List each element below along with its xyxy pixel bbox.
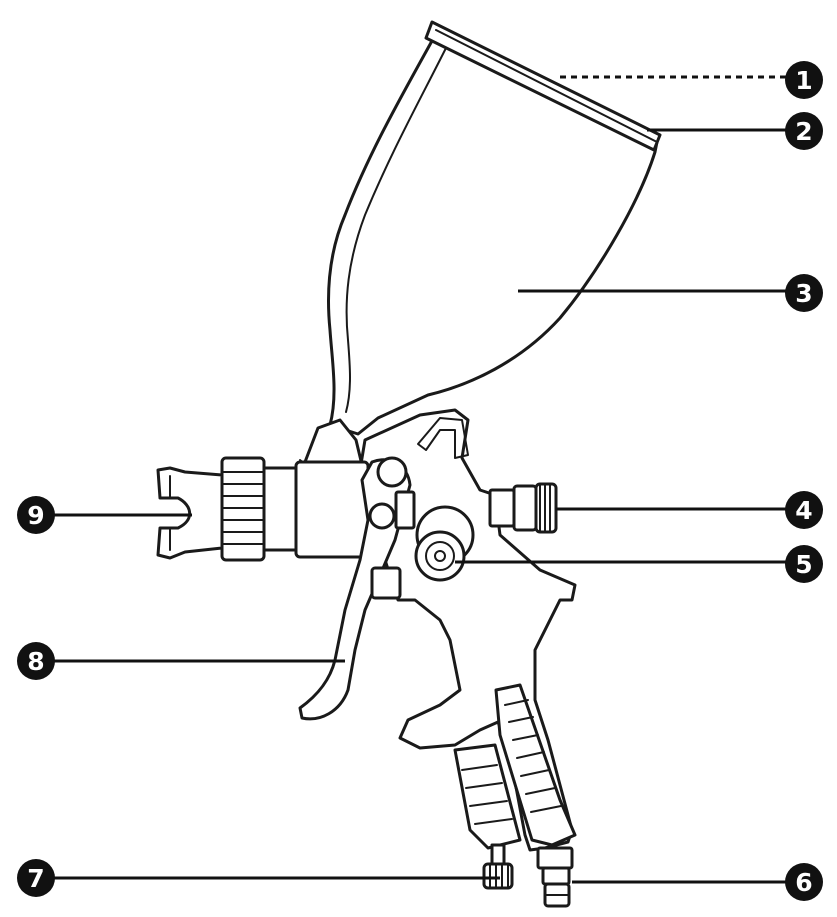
gun-hook	[417, 417, 469, 459]
air-cap-horns	[156, 466, 224, 560]
callout-2-badge	[785, 112, 823, 150]
cup-lid-edge	[435, 29, 658, 143]
needle-packing	[370, 566, 402, 600]
paint-cup-body	[327, 28, 659, 436]
trigger-illustration	[298, 456, 416, 721]
callout-9-label: 9	[27, 501, 44, 530]
callout-8: 8	[17, 642, 55, 680]
callout-6-badge	[785, 863, 823, 901]
barrel	[294, 460, 370, 559]
paint-cup-inner-line	[345, 43, 449, 413]
callout-4-badge	[785, 491, 823, 529]
callout-7-badge	[17, 859, 55, 897]
callout-1-badge	[785, 61, 823, 99]
callout-3: 3	[785, 274, 823, 312]
callout-8-badge	[17, 642, 55, 680]
grip-ribs	[461, 699, 562, 825]
callout-5-label: 5	[795, 550, 812, 579]
callout-6-label: 6	[795, 868, 812, 897]
callout-2: 2	[785, 112, 823, 150]
trigger-block	[394, 490, 416, 530]
spray-width-adjuster-illustration	[488, 482, 558, 534]
ring-collar	[262, 466, 298, 552]
callout-7: 7	[17, 859, 55, 897]
callout-2-label: 2	[795, 117, 812, 146]
callout-7-label: 7	[27, 864, 44, 893]
callout-5: 5	[785, 545, 823, 583]
rear-grip	[494, 683, 577, 847]
callout-5-badge	[785, 545, 823, 583]
callout-4: 4	[785, 491, 823, 529]
air-cap-illustration	[156, 456, 370, 562]
callout-8-label: 8	[27, 647, 44, 676]
leader-lines	[52, 75, 787, 884]
trigger-pivot-upper	[376, 456, 408, 488]
callout-1: 1	[785, 61, 823, 99]
trigger-pivot-lower	[368, 502, 396, 530]
callout-3-label: 3	[795, 279, 812, 308]
paint-cup-illustration	[299, 20, 662, 479]
air-inlet-illustration	[536, 846, 574, 908]
callout-3-badge	[785, 274, 823, 312]
air-pressure-regulator-illustration	[482, 843, 514, 890]
callout-9-badge	[17, 496, 55, 534]
fluid-control-knob-illustration	[414, 505, 475, 582]
callout-6: 6	[785, 863, 823, 901]
callout-4-label: 4	[795, 496, 812, 525]
callout-1-label: 1	[795, 66, 812, 95]
callout-9: 9	[17, 496, 55, 534]
